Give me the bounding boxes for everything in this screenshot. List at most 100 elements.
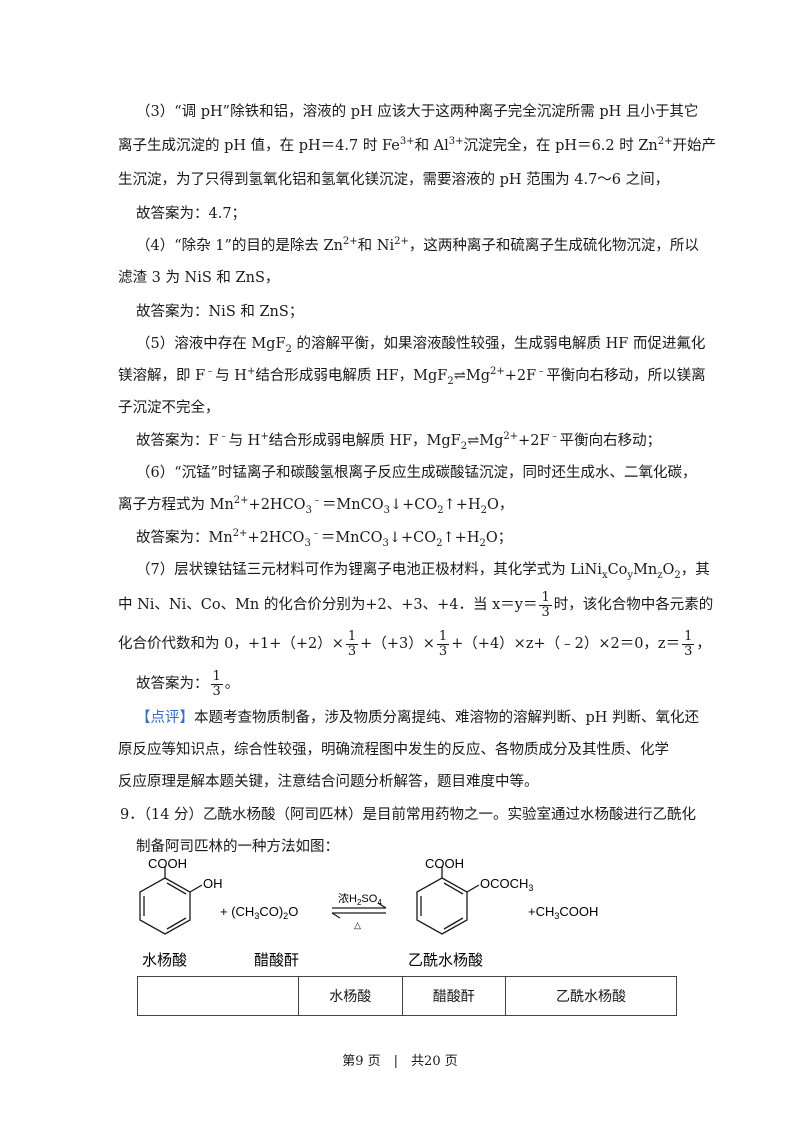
reaction-scheme: COOH OH + (CH3CO)2O 浓H2SO4 △ COOH OCOCH3… (139, 858, 598, 969)
q9-line1: 9．（14 分）乙酰水杨酸（阿司匹林）是目前常用药物之一。实验室通过水杨酸进行乙… (120, 805, 696, 825)
table-header-row: 水杨酸 醋酸酐 乙酰水杨酸 (137, 976, 677, 1016)
text: +（+3）× (360, 636, 435, 652)
sub: 2 (437, 504, 444, 516)
text: （7）层状镍钴锰三元材料可作为锂离子电池正极材料，其化学式为 LiNi (136, 562, 602, 578)
text: 反应原理是解本题关键，注意结合问题分析解答，题目难度中等。 (118, 774, 539, 790)
s6-line1: （6）“沉锰”时锰离子和碳酸氢根离子反应生成碳酸锰沉淀，同时还生成水、二氧化碳， (136, 463, 697, 483)
fraction-denominator: 3 (539, 604, 552, 620)
text: 子沉淀不完全， (118, 400, 220, 416)
text: 镁溶解，即 F (118, 368, 206, 384)
benzene-ring-2 (416, 866, 480, 935)
q9-line2: 制备阿司匹林的一种方法如图： (136, 837, 339, 857)
ococh3-label: OCOCH3 (480, 876, 533, 893)
oh-label: OH (203, 876, 223, 891)
table-cell-empty (137, 976, 299, 1016)
text: ↓+CO (389, 497, 438, 513)
sup: ﹣ (310, 528, 321, 540)
text: Co (607, 562, 628, 578)
sub: x (601, 569, 608, 581)
page-footer: 第9 页 | 共20 页 (342, 1054, 458, 1069)
s5-line2: 镁溶解，即 F﹣与 H+结合形成弱电解质 HF，MgF2⇌Mg2++2F﹣平衡向… (118, 366, 706, 387)
text: 与 H (215, 368, 247, 384)
sub: z (657, 569, 663, 581)
fraction-numerator: 1 (541, 589, 550, 605)
sup: 2+ (233, 495, 249, 507)
s5-line1: （5）溶液中存在 MgF2 的溶解平衡，如果溶液酸性较强，生成弱电解质 HF 而… (136, 334, 705, 354)
s3-answer: 故答案为：4.7； (136, 204, 246, 224)
text: 沉淀完全，在 pH＝6.2 时 Zn (463, 138, 658, 154)
sup: 2+ (232, 528, 248, 540)
review-line2: 原反应等知识点，综合性较强，明确流程图中发生的反应、各物质成分及其性质、化学 (118, 740, 669, 760)
table-header-aspirin: 乙酰水杨酸 (505, 976, 677, 1016)
sup: ﹣ (549, 431, 560, 443)
s6-answer: 故答案为：Mn2++2HCO3﹣＝MnCO3↓+CO2↑+H2O； (136, 528, 512, 549)
text: 和 Ni (357, 238, 395, 254)
s5-answer: 故答案为：F﹣与 H+结合形成弱电解质 HF，MgF2⇌Mg2++2F﹣平衡向右… (136, 431, 662, 452)
review-line3: 反应原理是解本题关键，注意结合问题分析解答，题目难度中等。 (118, 772, 539, 792)
fraction-numerator: 1 (684, 628, 693, 644)
text: +（+4）×z+（﹣2）×2＝0，z＝ (451, 636, 681, 652)
s5-line3: 子沉淀不完全， (118, 398, 220, 418)
s3-line1: （3）“调 pH”除铁和铝，溶液的 pH 应该大于这两种离子完全沉淀所需 pH … (136, 102, 698, 122)
fraction-denominator: 3 (436, 643, 450, 659)
text: （3）“调 pH”除铁和铝，溶液的 pH 应该大于这两种离子完全沉淀所需 pH … (136, 104, 699, 120)
text: ＝MnCO (321, 497, 384, 513)
text: ，其 (680, 562, 710, 578)
text: 生沉淀，为了只得到氢氧化铝和氢氧化镁沉淀，需要溶液的 pH 范围为 4.7～6 … (118, 172, 670, 188)
s4-line2: 滤渣 3 为 NiS 和 ZnS， (118, 268, 279, 288)
text: 故答案为：F (136, 433, 219, 449)
condition-heat: △ (354, 920, 361, 930)
benzene-ring-1 (139, 866, 203, 935)
sup: 2+ (342, 236, 358, 248)
text: +2F (504, 368, 537, 384)
text: ⇌Mg (453, 368, 490, 384)
text: ↑+H (443, 497, 481, 513)
text: ⇌Mg (467, 433, 504, 449)
fraction-denominator: 3 (345, 643, 359, 659)
sub: 2 (285, 343, 292, 355)
condition-acid: 浓H2SO4 (338, 892, 382, 907)
text: 故答案为： (136, 676, 209, 692)
text: ，这两种离子和硫离子生成硫化物沉淀，所以 (408, 238, 699, 254)
label-salicylic-acid: 水杨酸 (142, 951, 187, 969)
cooh-label-2: COOH (425, 858, 464, 871)
cooh-label-1: COOH (148, 858, 187, 871)
text: ＝MnCO (320, 530, 383, 546)
sup: ﹣ (218, 431, 229, 443)
label-acetylsalicylic-acid: 乙酰水杨酸 (408, 951, 483, 969)
review-tag: 【点评】 (136, 710, 194, 726)
text: 离子生成沉淀的 pH 值，在 pH＝4.7 时 Fe (118, 138, 400, 154)
table-header-salicylic-acid: 水杨酸 (298, 976, 403, 1016)
sup: + (246, 366, 256, 378)
text: +2HCO (248, 497, 306, 513)
sup: + (260, 431, 269, 443)
text: 。 (224, 676, 240, 692)
sup: 2+ (394, 236, 409, 248)
text: 滤渣 3 为 NiS 和 ZnS， (118, 270, 280, 286)
text: 本题考查物质制备，涉及物质分离提纯、难溶物的溶解判断、pH 判断、氧化还 (194, 710, 700, 726)
sup: 2+ (503, 431, 519, 443)
fraction-denominator: 3 (682, 643, 695, 659)
text: 时，该化合物中各元素的 (553, 597, 714, 613)
text: O， (486, 497, 514, 513)
text: 平衡向右移动； (559, 433, 662, 449)
text: ， (696, 636, 711, 652)
text: （4）“除杂 1”的目的是除去 Zn (136, 238, 343, 254)
text: ↓+CO (388, 530, 437, 546)
acetic-acid-formula: +CH3COOH (528, 904, 598, 921)
text: 故答案为：Mn (136, 530, 233, 546)
text: （5）溶液中存在 MgF (136, 336, 286, 352)
s7-line1: （7）层状镍钴锰三元材料可作为锂离子电池正极材料，其化学式为 LiNixCoyM… (136, 560, 710, 580)
sub: 2 (480, 504, 487, 516)
sub: 3 (383, 504, 390, 516)
text: 离子方程式为 Mn (118, 497, 234, 513)
text: （6）“沉锰”时锰离子和碳酸氢根离子反应生成碳酸锰沉淀，同时还生成水、二氧化碳， (136, 465, 697, 481)
text: 和 Al (414, 138, 449, 154)
sup: 2+ (490, 366, 505, 378)
text: 与 H (228, 433, 261, 449)
